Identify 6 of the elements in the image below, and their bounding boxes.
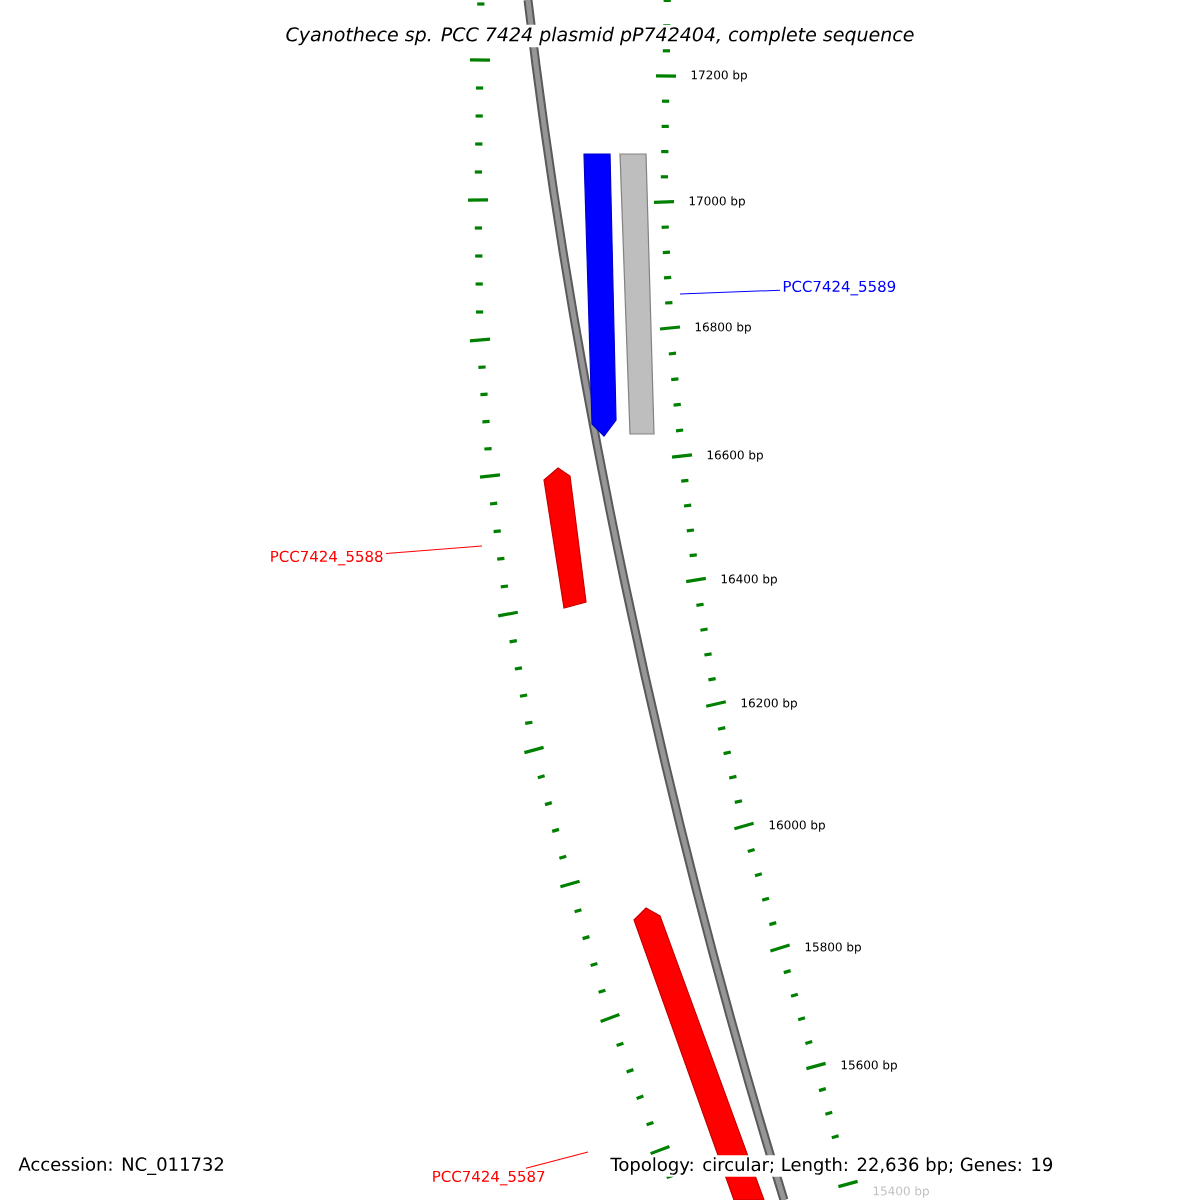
leader-line	[525, 1151, 589, 1169]
leader-line	[679, 289, 781, 295]
summary-text: Topology: circular; Length: 22,636 bp; Genes: 19	[608, 1155, 1056, 1177]
leader-line	[385, 545, 483, 554]
title: Cyanothece sp. PCC 7424 plasmid pP742404, complete sequence	[283, 24, 917, 48]
accession-text: Accession: NC_011732	[18, 1157, 224, 1175]
